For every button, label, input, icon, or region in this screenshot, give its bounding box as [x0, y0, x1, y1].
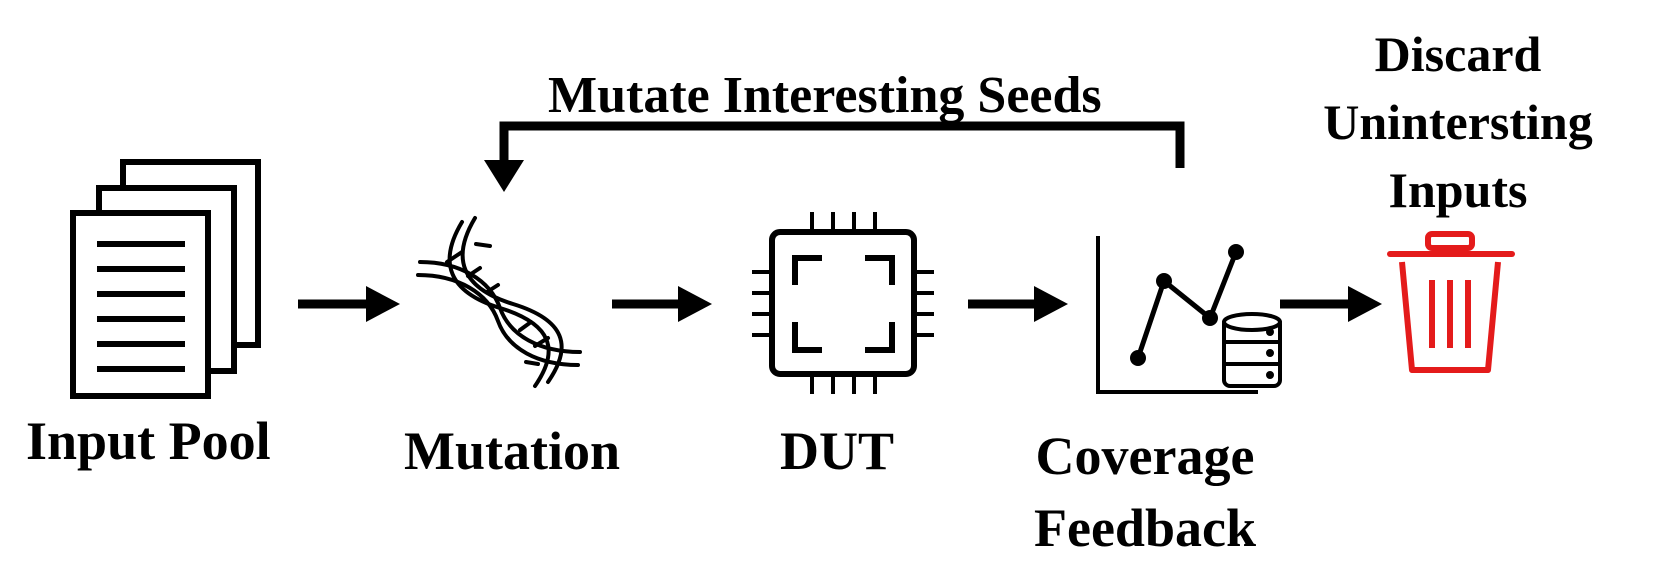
- dut-label: DUT: [780, 421, 895, 481]
- trash-can-icon: [1387, 231, 1515, 373]
- discard-label-line1: Discard: [1374, 26, 1542, 82]
- arrow-mutation-to-dut: [612, 286, 712, 322]
- documents-stack-icon: [70, 159, 261, 399]
- arrow-pool-to-mutation: [298, 286, 400, 322]
- chip-icon: [752, 212, 934, 394]
- arrow-dut-to-coverage: [968, 286, 1068, 322]
- coverage-feedback-label: Coverage Feedback: [1034, 420, 1256, 564]
- discard-label: Discard Unintersting Inputs: [1290, 20, 1626, 224]
- mutate-interesting-seeds-label: Mutate Interesting Seeds: [548, 67, 1102, 124]
- discard-label-line3: Inputs: [1388, 162, 1528, 218]
- dna-icon: [416, 216, 582, 388]
- feedback-loop-arrow: [484, 121, 1185, 192]
- line-chart-database-icon: [1096, 236, 1282, 394]
- database-icon: [1222, 312, 1282, 388]
- discard-label-line2: Unintersting: [1323, 94, 1593, 150]
- coverage-label-line1: Coverage: [1035, 426, 1255, 486]
- mutation-label: Mutation: [404, 421, 620, 481]
- coverage-label-line2: Feedback: [1034, 498, 1256, 558]
- arrow-coverage-to-discard: [1280, 286, 1382, 322]
- input-pool-label: Input Pool: [26, 411, 271, 471]
